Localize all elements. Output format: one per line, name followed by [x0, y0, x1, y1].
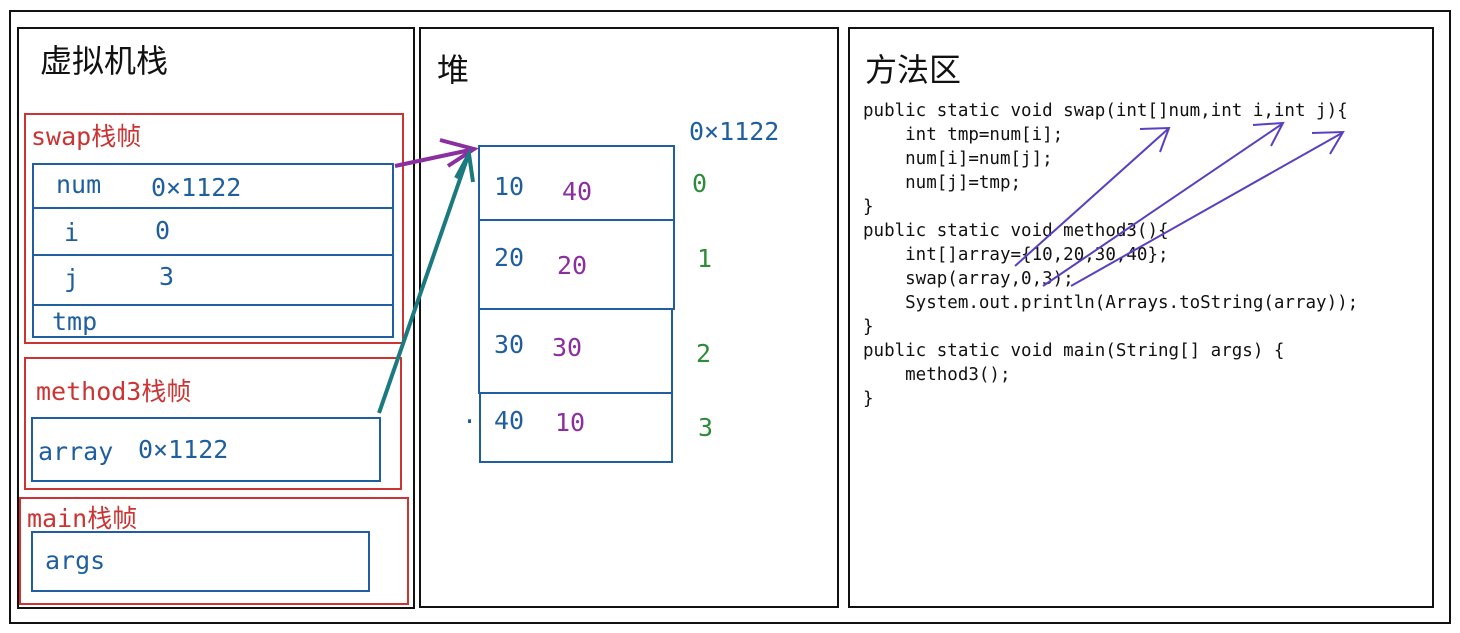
code-line: num[j]=tmp;	[863, 173, 1022, 193]
main-args-label: args	[45, 546, 106, 575]
arrow-array-to-heap	[377, 147, 475, 414]
heap-cell-2-index: 2	[696, 339, 712, 368]
arrow-num-to-heap	[394, 138, 479, 168]
heap-cell-3-new: 10	[555, 408, 586, 437]
method3-frame-title: method3栈帧	[36, 372, 191, 408]
swap-num-label: num	[56, 170, 102, 199]
method-area-title: 方法区	[865, 51, 962, 89]
code-line: public static void swap(int[]num,int i,i…	[863, 101, 1348, 121]
heap-cell-2-old: 30	[494, 330, 525, 359]
heap-cell-0-index: 0	[692, 169, 708, 198]
code-line: int[]array={10,20,30,40};	[863, 245, 1169, 265]
heap-cell-3-index: 3	[698, 413, 714, 442]
swap-frame-suffix: 栈帧	[91, 122, 142, 151]
swap-tmp-label: tmp	[52, 307, 98, 336]
heap-cell-2-new: 30	[552, 333, 583, 362]
arrow-array-to-param-num	[1014, 126, 1171, 267]
main-frame	[19, 497, 409, 605]
method3-array-value: 0×1122	[138, 435, 229, 464]
heap-title: 堆	[437, 51, 470, 89]
arrow-zero-to-param-i	[1042, 121, 1285, 287]
code-line: }	[863, 197, 874, 217]
main-frame-name: main	[27, 504, 88, 533]
outer-frame	[9, 10, 1451, 624]
code-line: public static void main(String[] args) {	[863, 341, 1285, 361]
code-line: public static void method3(){	[863, 221, 1169, 241]
code-line: num[i]=num[j];	[863, 149, 1053, 169]
heap-cell-1-new: 20	[557, 251, 588, 280]
swap-i-label: i	[64, 218, 80, 247]
swap-frame-title: swap栈帧	[31, 117, 141, 153]
heap-cell-3-old: 40	[494, 406, 525, 435]
method3-array-label: array	[38, 437, 114, 466]
swap-var-tmp	[32, 304, 394, 338]
heap-dot: .	[462, 400, 478, 429]
heap-cell-0-new: 40	[562, 177, 593, 206]
swap-frame-name: swap	[31, 122, 92, 151]
heap-cell-3	[479, 392, 673, 463]
method3-frame-name: method3	[36, 377, 142, 406]
swap-num-value: 0×1122	[151, 173, 242, 202]
heap-cell-1-old: 20	[494, 243, 525, 272]
swap-j-label: j	[64, 264, 80, 293]
stack-title: 虚拟机栈	[40, 42, 169, 80]
main-frame-suffix: 栈帧	[87, 504, 138, 533]
main-var-args	[31, 531, 370, 592]
method3-var-array	[31, 417, 381, 482]
code-line: System.out.println(Arrays.toString(array…	[863, 293, 1359, 313]
main-frame-title: main栈帧	[27, 499, 137, 535]
code-text: public static void swap(int[]num,int i,i…	[863, 99, 1358, 411]
method3-frame-suffix: 栈帧	[141, 377, 192, 406]
code-line: method3();	[863, 365, 1011, 385]
code-line: }	[863, 389, 874, 409]
code-line: }	[863, 317, 874, 337]
swap-i-value: 0	[155, 216, 171, 245]
code-line: swap(array,0,3);	[863, 269, 1074, 289]
code-line: int tmp=num[i];	[863, 125, 1064, 145]
arrow-three-to-param-j	[1070, 130, 1345, 287]
heap-address: 0×1122	[689, 117, 780, 146]
method3-frame	[24, 357, 402, 490]
heap-panel	[419, 27, 839, 608]
heap-cell-1-index: 1	[697, 244, 713, 273]
swap-frame	[24, 113, 404, 344]
code-block: public static void swap(int[]num,int i,i…	[863, 99, 1358, 411]
method-area-panel	[848, 27, 1434, 608]
swap-j-value: 3	[159, 262, 175, 291]
heap-cell-0-old: 10	[494, 172, 525, 201]
